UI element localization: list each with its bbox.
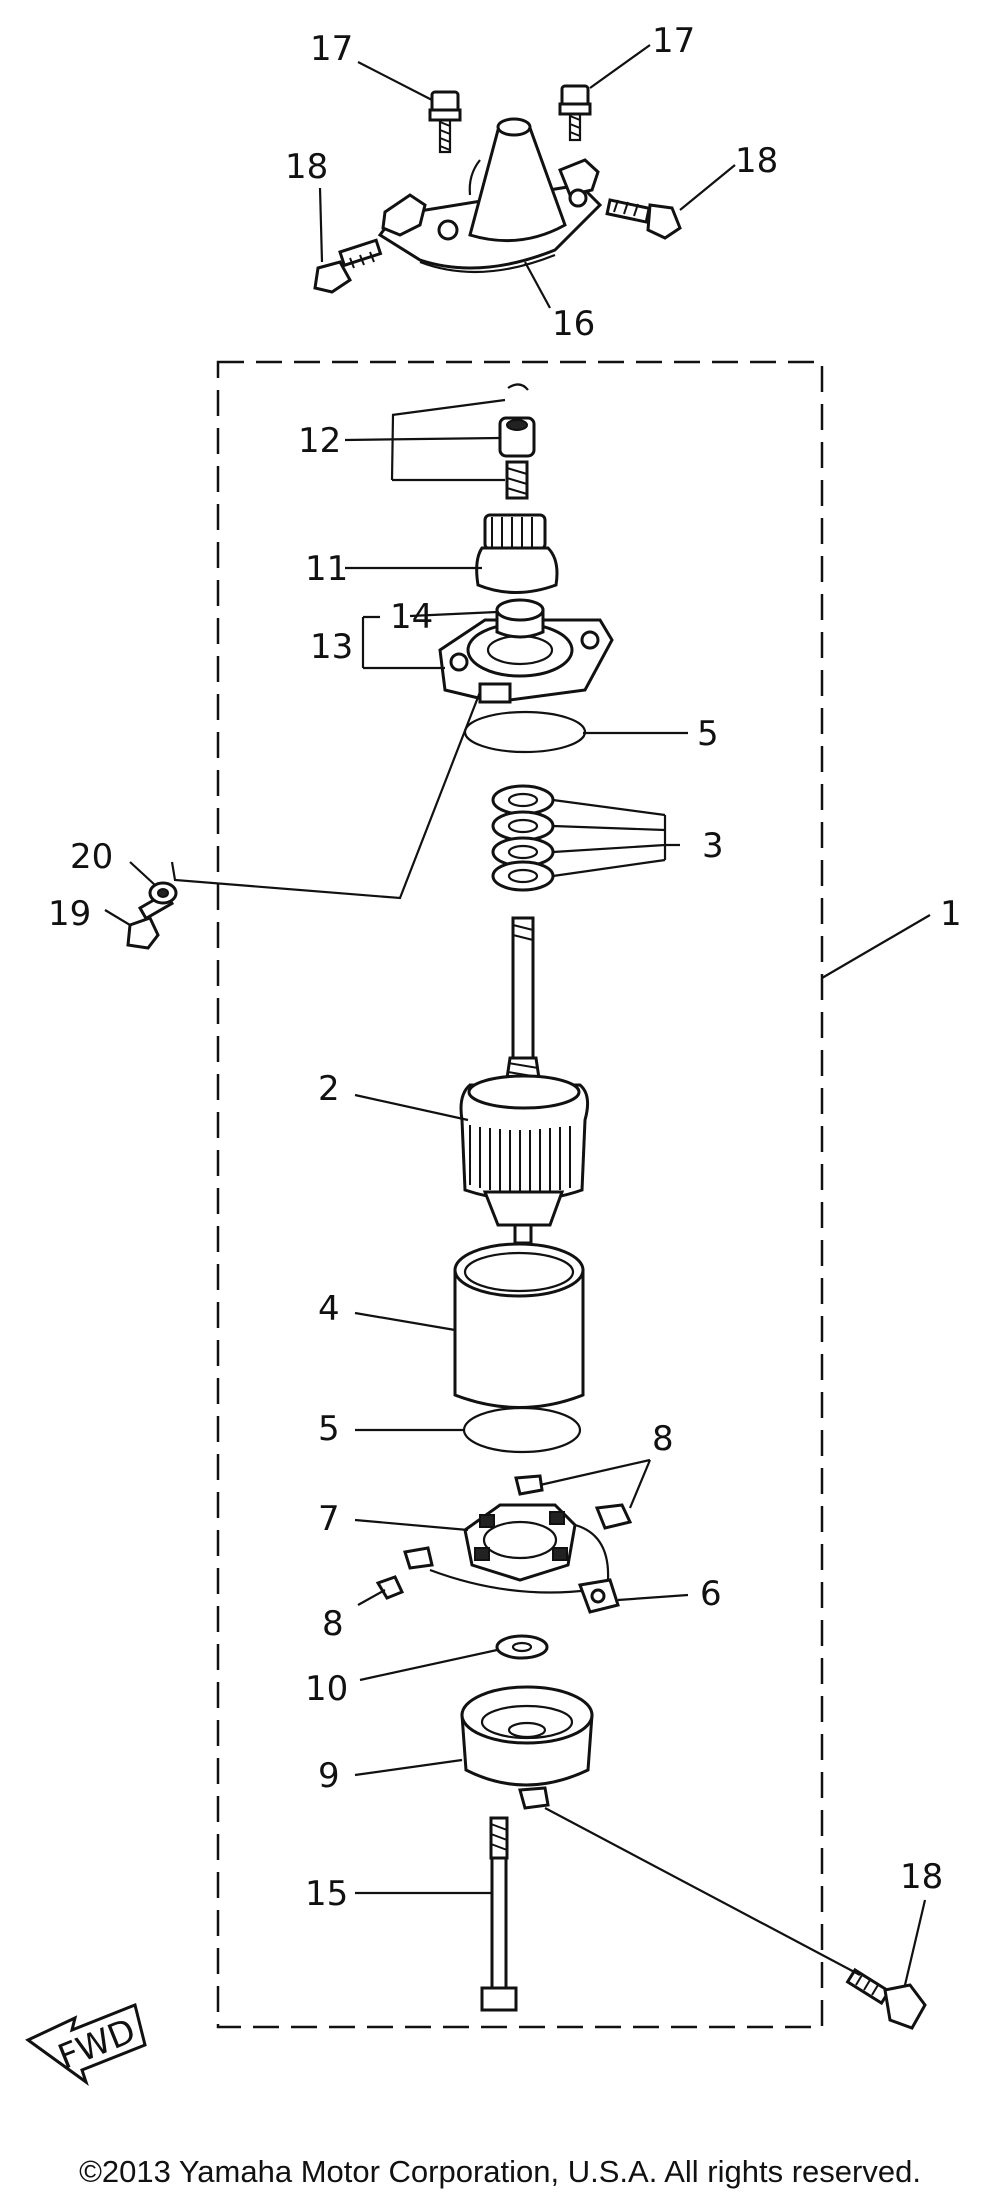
bolt-18-right	[605, 198, 682, 240]
part-12-set	[498, 383, 536, 500]
front-cover-part-13	[438, 618, 614, 704]
bolt-18-bottom	[845, 1967, 927, 2030]
callout-18-right: 18	[735, 141, 778, 181]
bolt-18-left	[313, 238, 383, 294]
callout-10: 10	[305, 1669, 348, 1709]
callout-8-upper: 8	[652, 1419, 674, 1459]
callout-8-lower: 8	[322, 1604, 344, 1644]
callout-14: 14	[390, 597, 433, 637]
callout-13: 13	[310, 627, 353, 667]
callout-1: 1	[940, 894, 962, 934]
callout-15: 15	[305, 1874, 348, 1914]
bracket-part-16	[377, 117, 603, 274]
pinion-drive-part-11	[475, 513, 559, 594]
through-bolt-part-15	[480, 1816, 518, 2012]
callout-9: 9	[318, 1756, 340, 1796]
o-ring-part-5-upper	[463, 710, 587, 754]
leader-lines	[104, 44, 931, 1986]
copyright-notice: ©2013 Yamaha Motor Corporation, U.S.A. A…	[79, 2154, 921, 2189]
callout-7: 7	[318, 1499, 340, 1539]
callout-2: 2	[318, 1069, 340, 1109]
callouts: 17 17 18 18 16 12 11 14 13 5 3 20 19 1 2…	[48, 21, 962, 1914]
callout-5-lower: 5	[318, 1409, 340, 1449]
callout-11: 11	[305, 549, 348, 589]
yoke-part-4	[453, 1242, 585, 1409]
screw-17-right	[558, 84, 592, 142]
callout-3: 3	[702, 826, 724, 866]
o-ring-part-5-lower	[462, 1406, 582, 1454]
callout-4: 4	[318, 1289, 340, 1329]
bushing-part-14	[495, 598, 545, 639]
callout-18-bottom: 18	[900, 1857, 943, 1897]
washer-part-20	[148, 881, 178, 905]
callout-19: 19	[48, 894, 91, 934]
brush-part-8-upper	[514, 1474, 633, 1530]
callout-12: 12	[298, 421, 341, 461]
armature-part-2	[459, 916, 590, 1245]
callout-17-right: 17	[652, 21, 695, 61]
assembly-boundary	[216, 360, 824, 2029]
washers-part-3	[491, 784, 555, 892]
brush-holder-part-7	[429, 1503, 610, 1594]
screw-17-left	[428, 90, 462, 154]
rear-cover-part-9	[460, 1685, 594, 1810]
callout-20: 20	[70, 837, 113, 877]
lead-wire-part-6	[577, 1578, 620, 1614]
callout-6: 6	[700, 1574, 722, 1614]
callout-16: 16	[552, 304, 595, 344]
fwd-arrow: FWD	[25, 2002, 147, 2086]
brush-part-8-lower	[375, 1546, 434, 1600]
callout-17-left: 17	[310, 29, 353, 69]
callout-5-upper: 5	[697, 714, 719, 754]
callout-18-left: 18	[285, 147, 328, 187]
washer-part-10	[495, 1634, 549, 1660]
